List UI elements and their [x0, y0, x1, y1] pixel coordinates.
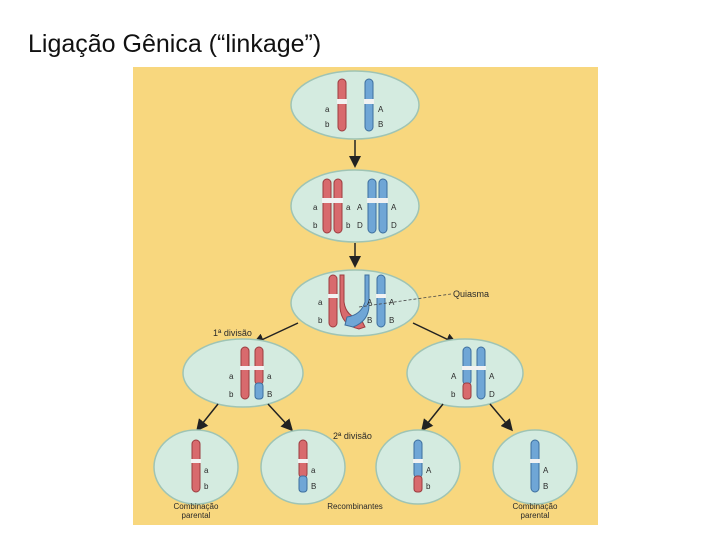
gamete-cell-3: A b — [375, 429, 461, 505]
gene-label: A — [489, 372, 495, 381]
gene-label: a — [313, 203, 318, 212]
gene-label: a — [229, 372, 234, 381]
gene-label: a — [325, 105, 330, 114]
arrow — [252, 322, 299, 345]
arrow — [489, 403, 513, 432]
gene-label: a — [204, 466, 209, 475]
gene-label: A — [451, 372, 457, 381]
slide-title: Ligação Gênica (“linkage”) — [28, 30, 322, 58]
gene-label: B — [389, 316, 394, 325]
meiosis-diagram: a b A B a b a b A D A D a b A B A B — [153, 70, 578, 520]
gene-label: a — [267, 372, 272, 381]
caption-recombinants: Recombinantes — [327, 502, 383, 511]
gene-label: A — [543, 466, 549, 475]
arrow — [267, 403, 294, 432]
gene-label: A — [426, 466, 432, 475]
gene-label: A — [378, 105, 384, 114]
arrow — [196, 403, 219, 432]
gene-label: B — [267, 390, 272, 399]
gene-label: B — [543, 482, 548, 491]
gene-label: A — [391, 203, 397, 212]
arrow — [421, 403, 444, 432]
gamete-cell-4: A B — [492, 429, 578, 505]
gene-label: D — [489, 390, 495, 399]
gene-label: b — [229, 390, 234, 399]
gamete-cell-1: a b — [153, 429, 239, 505]
stage2-cell: a b a b A D A D — [290, 169, 420, 243]
gene-label: b — [325, 120, 330, 129]
left-division-cell: a b a B — [182, 338, 304, 408]
gene-label: b — [318, 316, 323, 325]
meiosis-diagram-panel: a b A B a b a b A D A D a b A B A B — [133, 67, 598, 525]
chiasma-label: Quiasma — [453, 289, 489, 299]
gene-label: B — [367, 316, 372, 325]
stage3-cell: a b A B A B — [290, 269, 420, 337]
chiasma-pointer — [358, 293, 452, 308]
gene-label: b — [313, 221, 318, 230]
right-division-cell: A b A D — [406, 338, 524, 408]
gene-label: b — [204, 482, 209, 491]
caption-parental-right-line1: Combinação — [513, 502, 558, 511]
gene-label: a — [311, 466, 316, 475]
gene-label: b — [451, 390, 456, 399]
red-chromosome — [337, 78, 347, 132]
gene-label: A — [389, 298, 395, 307]
caption-parental-right-line2: parental — [521, 511, 550, 520]
stage1-cell: a b A B — [290, 70, 420, 140]
gene-label: b — [426, 482, 431, 491]
second-division-label: 2ª divisão — [333, 431, 372, 441]
gene-label: A — [367, 298, 373, 307]
blue-chromosome — [364, 78, 374, 132]
gene-label: a — [318, 298, 323, 307]
gene-label: D — [357, 221, 363, 230]
gene-label: B — [378, 120, 383, 129]
gene-label: D — [391, 221, 397, 230]
gene-label: a — [346, 203, 351, 212]
caption-parental-left-line2: parental — [182, 511, 211, 520]
gene-label: B — [311, 482, 316, 491]
caption-parental-left-line1: Combinação — [174, 502, 219, 511]
gene-label: A — [357, 203, 363, 212]
first-division-label: 1ª divisão — [213, 328, 252, 338]
gene-label: b — [346, 221, 351, 230]
gamete-cell-2: a B — [260, 429, 346, 505]
